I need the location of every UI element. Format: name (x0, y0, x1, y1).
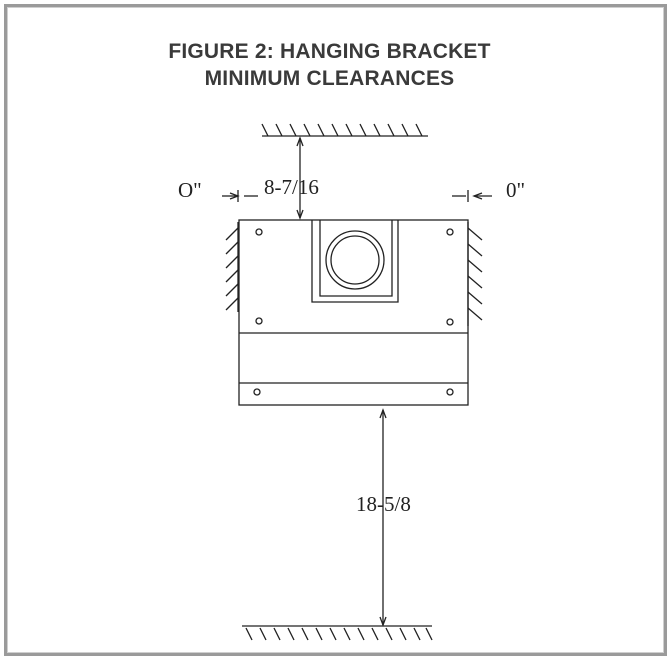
figure-title-line-1: FIGURE 2: HANGING BRACKET (168, 39, 491, 64)
right-wall (467, 222, 483, 326)
left-wall (225, 222, 239, 312)
hanging-bracket (238, 219, 469, 406)
right-dimension-arrow (452, 190, 492, 202)
figure-frame (4, 4, 667, 656)
figure-title-line-2: MINIMUM CLEARANCES (204, 66, 455, 91)
right-clearance-label: 0" (506, 178, 526, 202)
top-dimension-arrow (296, 136, 304, 220)
bottom-wall (242, 625, 433, 641)
left-clearance-label: O" (178, 178, 202, 202)
top-wall (261, 123, 428, 137)
top-clearance-label: 8-7/16 (264, 175, 319, 199)
bottom-dimension-arrow (379, 408, 387, 627)
left-dimension-arrow (222, 190, 258, 202)
